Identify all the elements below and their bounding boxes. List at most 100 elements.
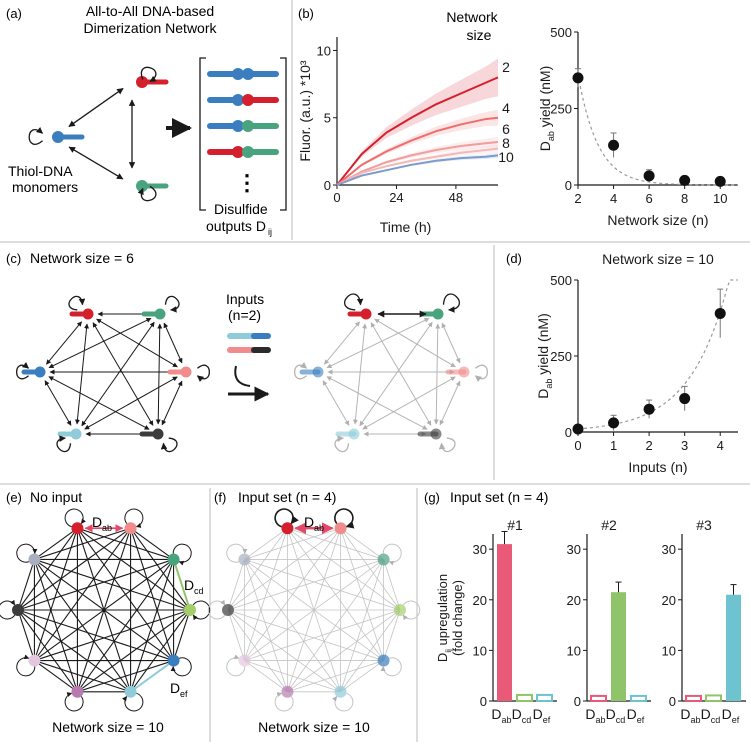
e-net-edge xyxy=(130,528,175,661)
g-y-tick-label: 0 xyxy=(480,694,487,709)
arrow-blue-green xyxy=(68,146,124,180)
e-net-node xyxy=(71,685,84,698)
net6-self-loop xyxy=(160,437,178,453)
panel-f-title: Input set (n = 4) xyxy=(238,489,336,505)
f-net-self-loop xyxy=(382,543,402,566)
e-net-edge xyxy=(34,559,174,661)
legend-label-8: 8 xyxy=(502,135,510,151)
f-net-edge xyxy=(244,660,341,693)
d-fit-curve xyxy=(577,279,738,430)
e-net-self-loop xyxy=(16,654,36,677)
net6-self-loop xyxy=(16,362,30,380)
f-net-edge xyxy=(244,528,288,661)
e-net-node xyxy=(167,654,180,667)
d-x-tick-label: 1 xyxy=(610,438,617,453)
b-right-y-tick-label: 0 xyxy=(565,178,572,193)
e-net-edge xyxy=(77,660,174,693)
f-net-self-loop xyxy=(274,692,294,712)
net6-edge xyxy=(92,322,154,426)
g-y-tick-label: 0 xyxy=(574,694,581,709)
g-y-tick-label: 20 xyxy=(473,593,487,608)
d-y-label: Dab yield (nM) xyxy=(535,313,554,399)
bracket-left xyxy=(199,57,206,211)
d-y-tick-label: 0 xyxy=(565,425,572,440)
panel-f-label: (f) xyxy=(214,490,226,505)
net6-edge xyxy=(439,380,461,426)
b-right-y-tick-label: 500 xyxy=(550,25,572,40)
f-net-edge xyxy=(244,660,288,693)
d-x-tick-label: 3 xyxy=(681,438,688,453)
dimer-3-left-head xyxy=(232,146,244,158)
f-net-node xyxy=(281,685,294,698)
b-right-point xyxy=(643,170,655,182)
e-net-edge xyxy=(77,609,191,693)
g-y-tick-label: 0 xyxy=(669,694,676,709)
f-net-edge xyxy=(227,609,341,693)
e-net-edge xyxy=(17,609,131,693)
f-net-edge xyxy=(244,559,384,661)
f-net-edge xyxy=(340,527,384,560)
e-net-self-loop xyxy=(170,657,192,677)
panel-e-dab-sub: ab xyxy=(102,523,112,533)
panel-e-dcd: D xyxy=(184,577,194,593)
panel-a-network xyxy=(28,57,287,211)
f-net-self-loop xyxy=(226,543,248,563)
arrow-red-blue xyxy=(68,87,124,128)
g-bar-1-ef xyxy=(630,694,647,702)
net6-edge xyxy=(74,323,90,425)
net6-self-loop xyxy=(56,435,72,453)
f-net-edge xyxy=(227,559,384,611)
g-y-tick-label: 10 xyxy=(473,643,487,658)
f-net-self-loop xyxy=(332,692,354,712)
g-set-title-1: #2 xyxy=(601,517,617,533)
e-net-edge xyxy=(34,558,191,611)
panel-e-footer: Network size = 10 xyxy=(52,719,164,735)
panel-a-title-line2: Dimerization Network xyxy=(83,20,217,36)
e-net-edge xyxy=(130,527,174,560)
panel-c-networks xyxy=(16,293,488,453)
f-net-edge xyxy=(244,559,341,693)
panel-c: (c) Network size = 6 Inputs (n=2) xyxy=(6,250,488,453)
g-y-tick-label: 20 xyxy=(662,593,676,608)
f-net-self-loop xyxy=(274,508,299,528)
series-10-line xyxy=(336,154,499,186)
dimer-2-left-head xyxy=(232,120,244,132)
e-net-edge xyxy=(130,559,175,692)
panel-g-label: (g) xyxy=(424,490,440,505)
b-right-y-tick-label: 250 xyxy=(550,102,572,117)
net6-edge xyxy=(155,323,163,425)
net6-self-loop xyxy=(68,295,86,311)
b-right-x-tick-label: 10 xyxy=(713,191,727,206)
legend-label-2: 2 xyxy=(502,59,510,75)
b-left-x-tick-label: 0 xyxy=(333,190,340,205)
e-net-edge xyxy=(17,559,35,611)
f-net-edge xyxy=(244,527,288,560)
g-y-label-line2: (fold change) xyxy=(450,580,465,656)
b-right-point xyxy=(572,72,584,84)
legend-label-6: 6 xyxy=(502,121,510,137)
e-net-node xyxy=(28,553,41,566)
e-net-edge xyxy=(33,559,78,692)
b-right-x-label: Network size (n) xyxy=(607,212,708,228)
g-y-tick-label: 20 xyxy=(567,593,581,608)
panel-g-title: Input set (n = 4) xyxy=(450,489,548,505)
panel-c-title: Network size = 6 xyxy=(30,250,134,266)
e-net-edge-def xyxy=(129,659,175,693)
f-net-edge xyxy=(340,660,384,693)
series-6-line xyxy=(336,140,499,186)
d-title: Network size = 10 xyxy=(602,251,714,267)
g-bar-1-cd xyxy=(611,592,626,701)
e-net-self-loop xyxy=(172,543,192,566)
g-bar-0-cd xyxy=(516,693,533,702)
e-net-edge xyxy=(173,609,191,661)
e-net-self-loop xyxy=(64,508,86,528)
d-x-tick-label: 0 xyxy=(574,438,581,453)
f-net-edge xyxy=(244,559,288,692)
monomer-red-head xyxy=(136,76,148,88)
net6-self-loop xyxy=(294,362,308,380)
f-net-edge xyxy=(244,527,341,560)
